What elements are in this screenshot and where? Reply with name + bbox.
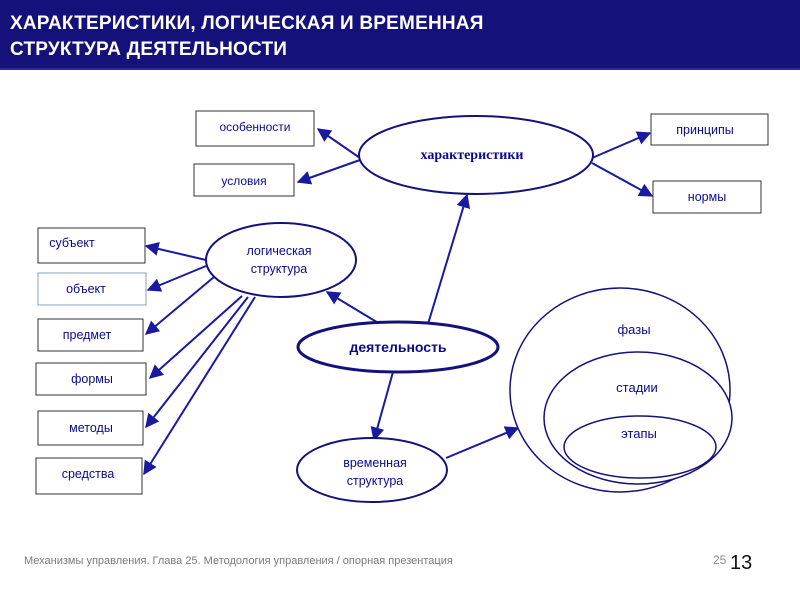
arrow-logical-to-topic <box>144 276 215 335</box>
arrow-logical-to-object <box>146 265 207 292</box>
svg-text:деятельность: деятельность <box>349 339 446 355</box>
connectors <box>143 128 654 476</box>
node-characteristics: характеристики <box>358 115 594 195</box>
svg-text:нормы: нормы <box>688 190 726 204</box>
label-phases: фазы <box>617 322 650 337</box>
arrow-logical-to-subject <box>144 242 207 261</box>
title-bar: ХАРАКТЕРИСТИКИ, ЛОГИЧЕСКАЯ И ВРЕМЕННАЯ С… <box>0 0 800 70</box>
box-object: объект <box>37 272 147 306</box>
arrow-char-to-conditions <box>296 159 361 185</box>
box-forms: формы <box>35 362 147 396</box>
box-principles: принципы <box>650 113 769 146</box>
svg-text:логическая: логическая <box>246 244 311 258</box>
title-line-1: ХАРАКТЕРИСТИКИ, ЛОГИЧЕСКАЯ И ВРЕМЕННАЯ <box>10 13 484 34</box>
arrow-activity-to-temporal <box>370 371 394 442</box>
arrow-logical-to-forms <box>148 295 243 379</box>
svg-text:условия: условия <box>221 174 266 188</box>
page-number: 13 <box>730 552 753 574</box>
arrow-activity-to-logical <box>325 291 381 325</box>
arrow-logical-to-means <box>143 296 256 476</box>
node-logical-structure: логическая структура <box>205 222 357 298</box>
box-conditions: условия <box>193 163 295 197</box>
nested-phases-group: фазы стадии этапы <box>509 287 733 493</box>
svg-text:формы: формы <box>71 372 113 386</box>
label-steps: этапы <box>621 426 657 441</box>
svg-text:временная: временная <box>343 456 407 470</box>
svg-text:принципы: принципы <box>676 123 734 137</box>
ellipse-steps <box>563 415 717 479</box>
svg-text:характеристики: характеристики <box>421 148 524 163</box>
box-means: средства <box>35 457 143 495</box>
arrow-char-to-norms <box>591 162 654 197</box>
arrow-logical-to-methods <box>145 296 249 429</box>
svg-text:структура: структура <box>347 474 404 488</box>
arrow-activity-to-char <box>427 193 471 325</box>
svg-text:предмет: предмет <box>63 328 112 342</box>
label-stages: стадии <box>616 380 658 395</box>
box-subject: субъект <box>37 227 146 264</box>
svg-text:средства: средства <box>62 467 115 481</box>
box-features: особенности <box>195 110 315 147</box>
box-topic: предмет <box>37 318 144 352</box>
arrow-char-to-features <box>316 128 361 159</box>
svg-text:субъект: субъект <box>49 236 95 250</box>
svg-text:особенности: особенности <box>219 120 290 134</box>
footer-caption: Механизмы управления. Глава 25. Методоло… <box>24 555 453 567</box>
node-activity: деятельность <box>296 320 500 374</box>
title-line-2: СТРУКТУРА ДЕЯТЕЛЬНОСТИ <box>10 39 288 60</box>
arrow-char-to-principles <box>591 131 652 159</box>
page-number-small: 25 <box>713 553 727 567</box>
svg-text:объект: объект <box>66 282 106 296</box>
svg-text:структура: структура <box>251 262 308 276</box>
box-norms: нормы <box>652 180 762 214</box>
svg-text:методы: методы <box>69 421 113 435</box>
arrow-temporal-to-phases <box>445 426 520 459</box>
node-temporal-structure: временная структура <box>296 437 448 503</box>
box-methods: методы <box>37 410 144 446</box>
